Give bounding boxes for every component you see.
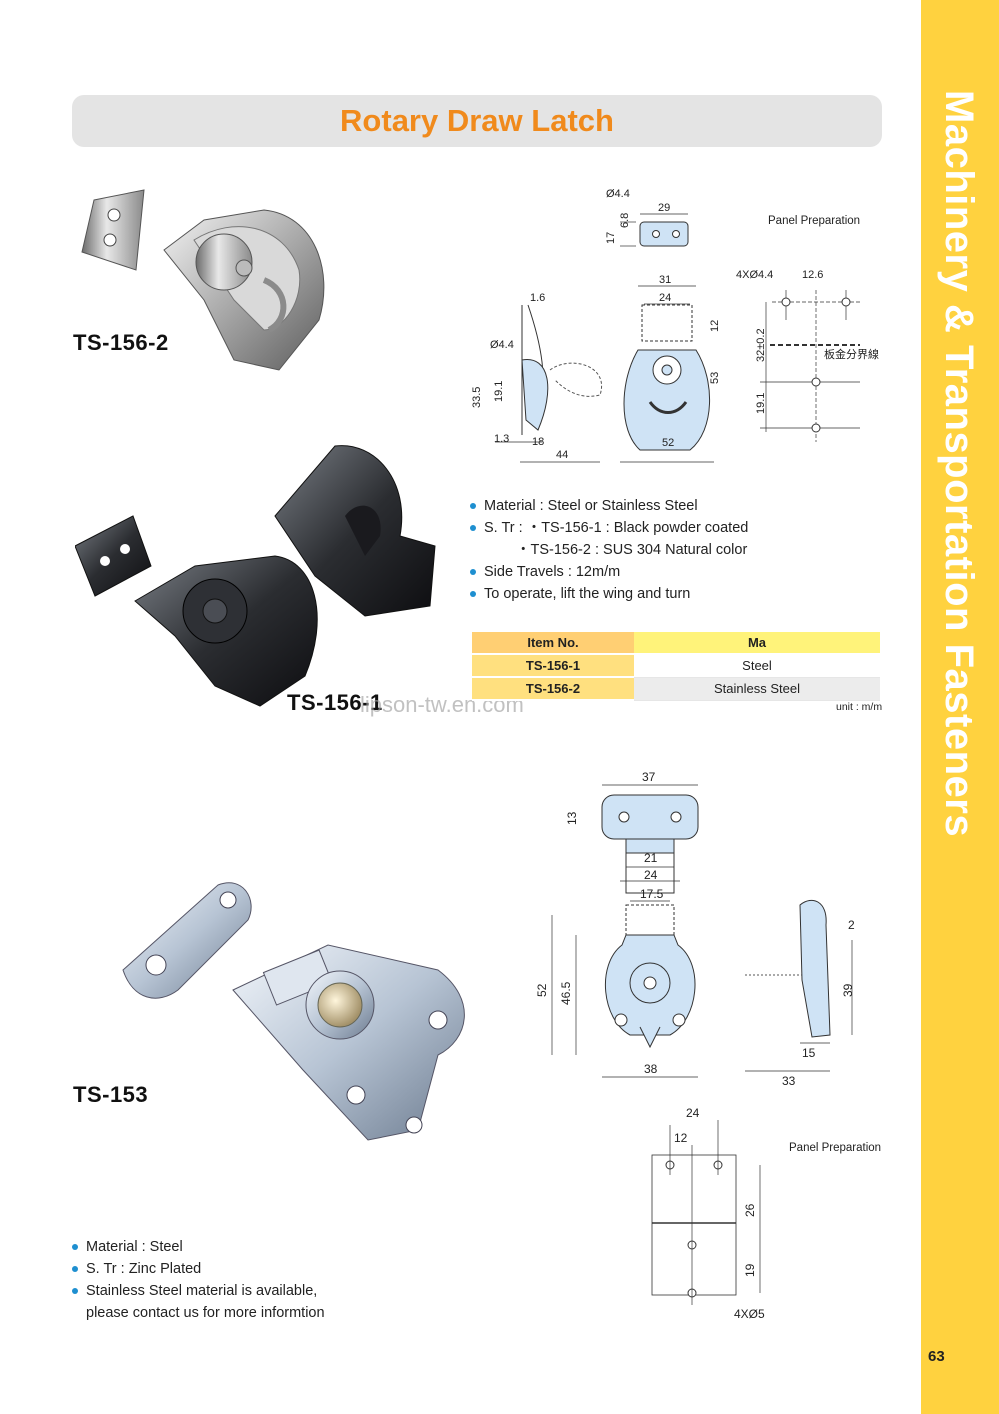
dim-39: 39 xyxy=(841,983,855,997)
dim-38: 38 xyxy=(644,1062,658,1076)
title-bar: Rotary Draw Latch xyxy=(72,95,882,147)
ts-153-front-view xyxy=(551,784,699,1078)
dim-21: 21 xyxy=(644,851,658,865)
ts-156-drawings: Ø4.4 29 6.8 17 1.6 Ø4.4 33.5 19.1 1.3 18… xyxy=(471,188,879,463)
table-cell: TS-156-1 xyxy=(472,654,634,678)
ts-153-drawings: 37 13 21 24 17.5 52 46.5 38 2 39 15 33 2… xyxy=(535,770,855,1321)
ts-156-2-photo xyxy=(81,189,325,371)
ts-153-keeper xyxy=(122,882,252,999)
spec-item: To operate, lift the wing and turn xyxy=(470,583,748,605)
dim-p12: 12 xyxy=(674,1131,688,1145)
dim-52: 52 xyxy=(662,437,674,449)
side-title-text: Machinery & Transportation Fasteners xyxy=(937,90,981,838)
table-cell: Stainless Steel xyxy=(634,677,880,701)
side-band xyxy=(921,0,999,1414)
table-cell: Steel xyxy=(634,654,880,678)
spec-item: Side Travels : 12m/m xyxy=(470,561,748,583)
ts-153-photo xyxy=(122,882,465,1141)
bullet-icon xyxy=(470,525,476,531)
spec-item: Material : Steel xyxy=(72,1236,325,1258)
ts-156-1-body-front xyxy=(134,555,318,707)
dim-p24: 24 xyxy=(686,1106,700,1120)
dim-24: 24 xyxy=(644,868,658,882)
panel-preparation-label-2: Panel Preparation xyxy=(789,1142,882,1154)
spec-item: Material : Steel or Stainless Steel xyxy=(470,495,748,517)
table-cell: TS-156-2 xyxy=(472,677,634,701)
page-number: 63 xyxy=(928,1348,945,1365)
dim-2: 2 xyxy=(848,918,855,932)
ts-156-1-photo xyxy=(75,445,436,707)
dim-13: 13 xyxy=(565,811,579,825)
dim-hole: Ø4.4 xyxy=(606,188,630,200)
ts-153-body xyxy=(232,944,465,1141)
dim-p19: 19 xyxy=(743,1263,757,1277)
ts-156-2-body xyxy=(163,209,325,371)
dim-33: 33 xyxy=(782,1074,796,1088)
dim-17-5: 17.5 xyxy=(640,887,664,901)
table-header-row: Item No. Ma xyxy=(472,632,880,655)
dim-37: 37 xyxy=(642,770,656,784)
dim-1-6: 1.6 xyxy=(530,292,545,304)
dim-1-3: 1.3 xyxy=(494,433,509,445)
model-ts-156-1: TS-156-1 xyxy=(287,690,383,715)
dim-19-1-b: 19.1 xyxy=(755,393,767,414)
side-view xyxy=(495,304,603,463)
table-header: Ma xyxy=(634,632,880,655)
front-view xyxy=(620,285,714,463)
dim-52: 52 xyxy=(535,983,549,997)
bullet-icon xyxy=(470,569,476,575)
material-table: Item No. Ma TS-156-1 Steel TS-156-2 Stai… xyxy=(472,632,880,701)
cn-boundary-label: 板金分界線 xyxy=(824,347,879,361)
dim-29: 29 xyxy=(658,202,670,214)
ts-156-1-keeper xyxy=(75,515,152,597)
ts-156-1-body-back xyxy=(274,445,436,617)
spec-item: S. Tr : ・TS-156-1 : Black powder coated xyxy=(470,517,748,539)
panel-preparation-label: Panel Preparation xyxy=(768,215,861,227)
bullet-icon xyxy=(470,591,476,597)
spec-item-continued: ・TS-156-2 : SUS 304 Natural color xyxy=(516,542,748,558)
page-title: Rotary Draw Latch xyxy=(340,103,614,138)
ts-156-2-keeper xyxy=(81,189,145,271)
dim-4xd4-4: 4XØ4.4 xyxy=(736,269,773,281)
table-row: TS-156-2 Stainless Steel xyxy=(472,677,880,701)
dim-24: 24 xyxy=(659,292,671,304)
bullet-icon xyxy=(72,1288,78,1294)
side-title: Machinery & Transportation Fasteners xyxy=(921,90,999,950)
table-row: TS-156-1 Steel xyxy=(472,654,880,678)
dim-44: 44 xyxy=(556,449,568,461)
model-ts-153: TS-153 xyxy=(73,1082,149,1107)
specs-ts-156: Material : Steel or Stainless Steel S. T… xyxy=(470,495,748,605)
bullet-icon xyxy=(72,1266,78,1272)
dim-33-5: 33.5 xyxy=(471,387,483,408)
spec-item: S. Tr : Zinc Plated xyxy=(72,1258,325,1280)
ts-153-panel-prep xyxy=(651,1120,761,1305)
specs-ts-153: Material : Steel S. Tr : Zinc Plated Sta… xyxy=(72,1236,325,1324)
dim-53: 53 xyxy=(709,372,721,384)
dim-31: 31 xyxy=(659,274,671,286)
dim-p26: 26 xyxy=(743,1203,757,1217)
dim-12-6: 12.6 xyxy=(802,269,823,281)
dim-32: 32±0.2 xyxy=(755,328,767,362)
model-ts-156-2: TS-156-2 xyxy=(73,330,169,355)
spec-item-continued: please contact us for more informtion xyxy=(86,1305,325,1321)
dim-46-5: 46.5 xyxy=(559,981,573,1005)
dim-19-1: 19.1 xyxy=(493,381,505,402)
dim-4xd5: 4XØ5 xyxy=(734,1307,765,1321)
panel-prep-top xyxy=(760,290,860,442)
dim-12: 12 xyxy=(709,320,721,332)
keeper-plan-view xyxy=(620,213,689,247)
table-header: Item No. xyxy=(472,632,634,655)
unit-note: unit : m/m xyxy=(836,701,883,713)
dim-15: 15 xyxy=(802,1046,816,1060)
bullet-icon xyxy=(72,1244,78,1250)
dim-d4-4: Ø4.4 xyxy=(490,339,514,351)
dim-17: 17 xyxy=(605,232,617,244)
ts-153-side-view xyxy=(745,900,853,1072)
dim-6-8: 6.8 xyxy=(619,213,631,228)
bullet-icon xyxy=(470,503,476,509)
dim-18: 18 xyxy=(532,436,544,448)
spec-item: Stainless Steel material is available, xyxy=(72,1280,325,1302)
